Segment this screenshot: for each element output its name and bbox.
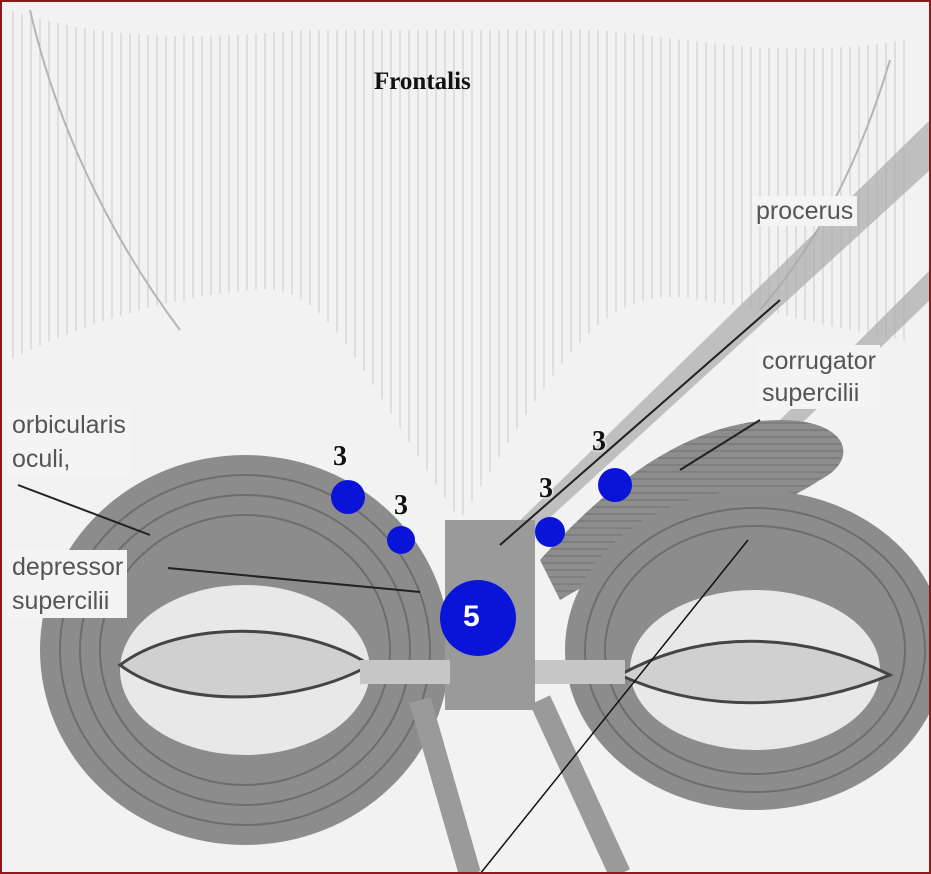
right-orbicularis-ring bbox=[565, 490, 931, 810]
dose-label-center: 5 bbox=[463, 600, 480, 634]
label-procerus: procerus bbox=[752, 196, 857, 226]
diagram-title: Frontalis bbox=[374, 68, 471, 96]
injection-dot-right-outer[interactable] bbox=[598, 468, 632, 502]
dose-label-right-outer: 3 bbox=[592, 426, 606, 458]
dose-label-right-inner: 3 bbox=[539, 473, 553, 505]
dose-label-left-inner: 3 bbox=[394, 490, 408, 522]
injection-dot-left-outer[interactable] bbox=[331, 480, 365, 514]
label-depressor-supercilii: depressor supercilii bbox=[8, 550, 127, 618]
injection-dot-left-inner[interactable] bbox=[387, 526, 415, 554]
label-orbicularis-oculi: orbicularis oculi, bbox=[8, 408, 130, 476]
label-corrugator-supercilii: corrugator supercilii bbox=[758, 345, 880, 409]
left-orbicularis-ring bbox=[40, 455, 450, 845]
injection-dot-right-inner[interactable] bbox=[535, 517, 565, 547]
dose-label-left-outer: 3 bbox=[333, 441, 347, 473]
